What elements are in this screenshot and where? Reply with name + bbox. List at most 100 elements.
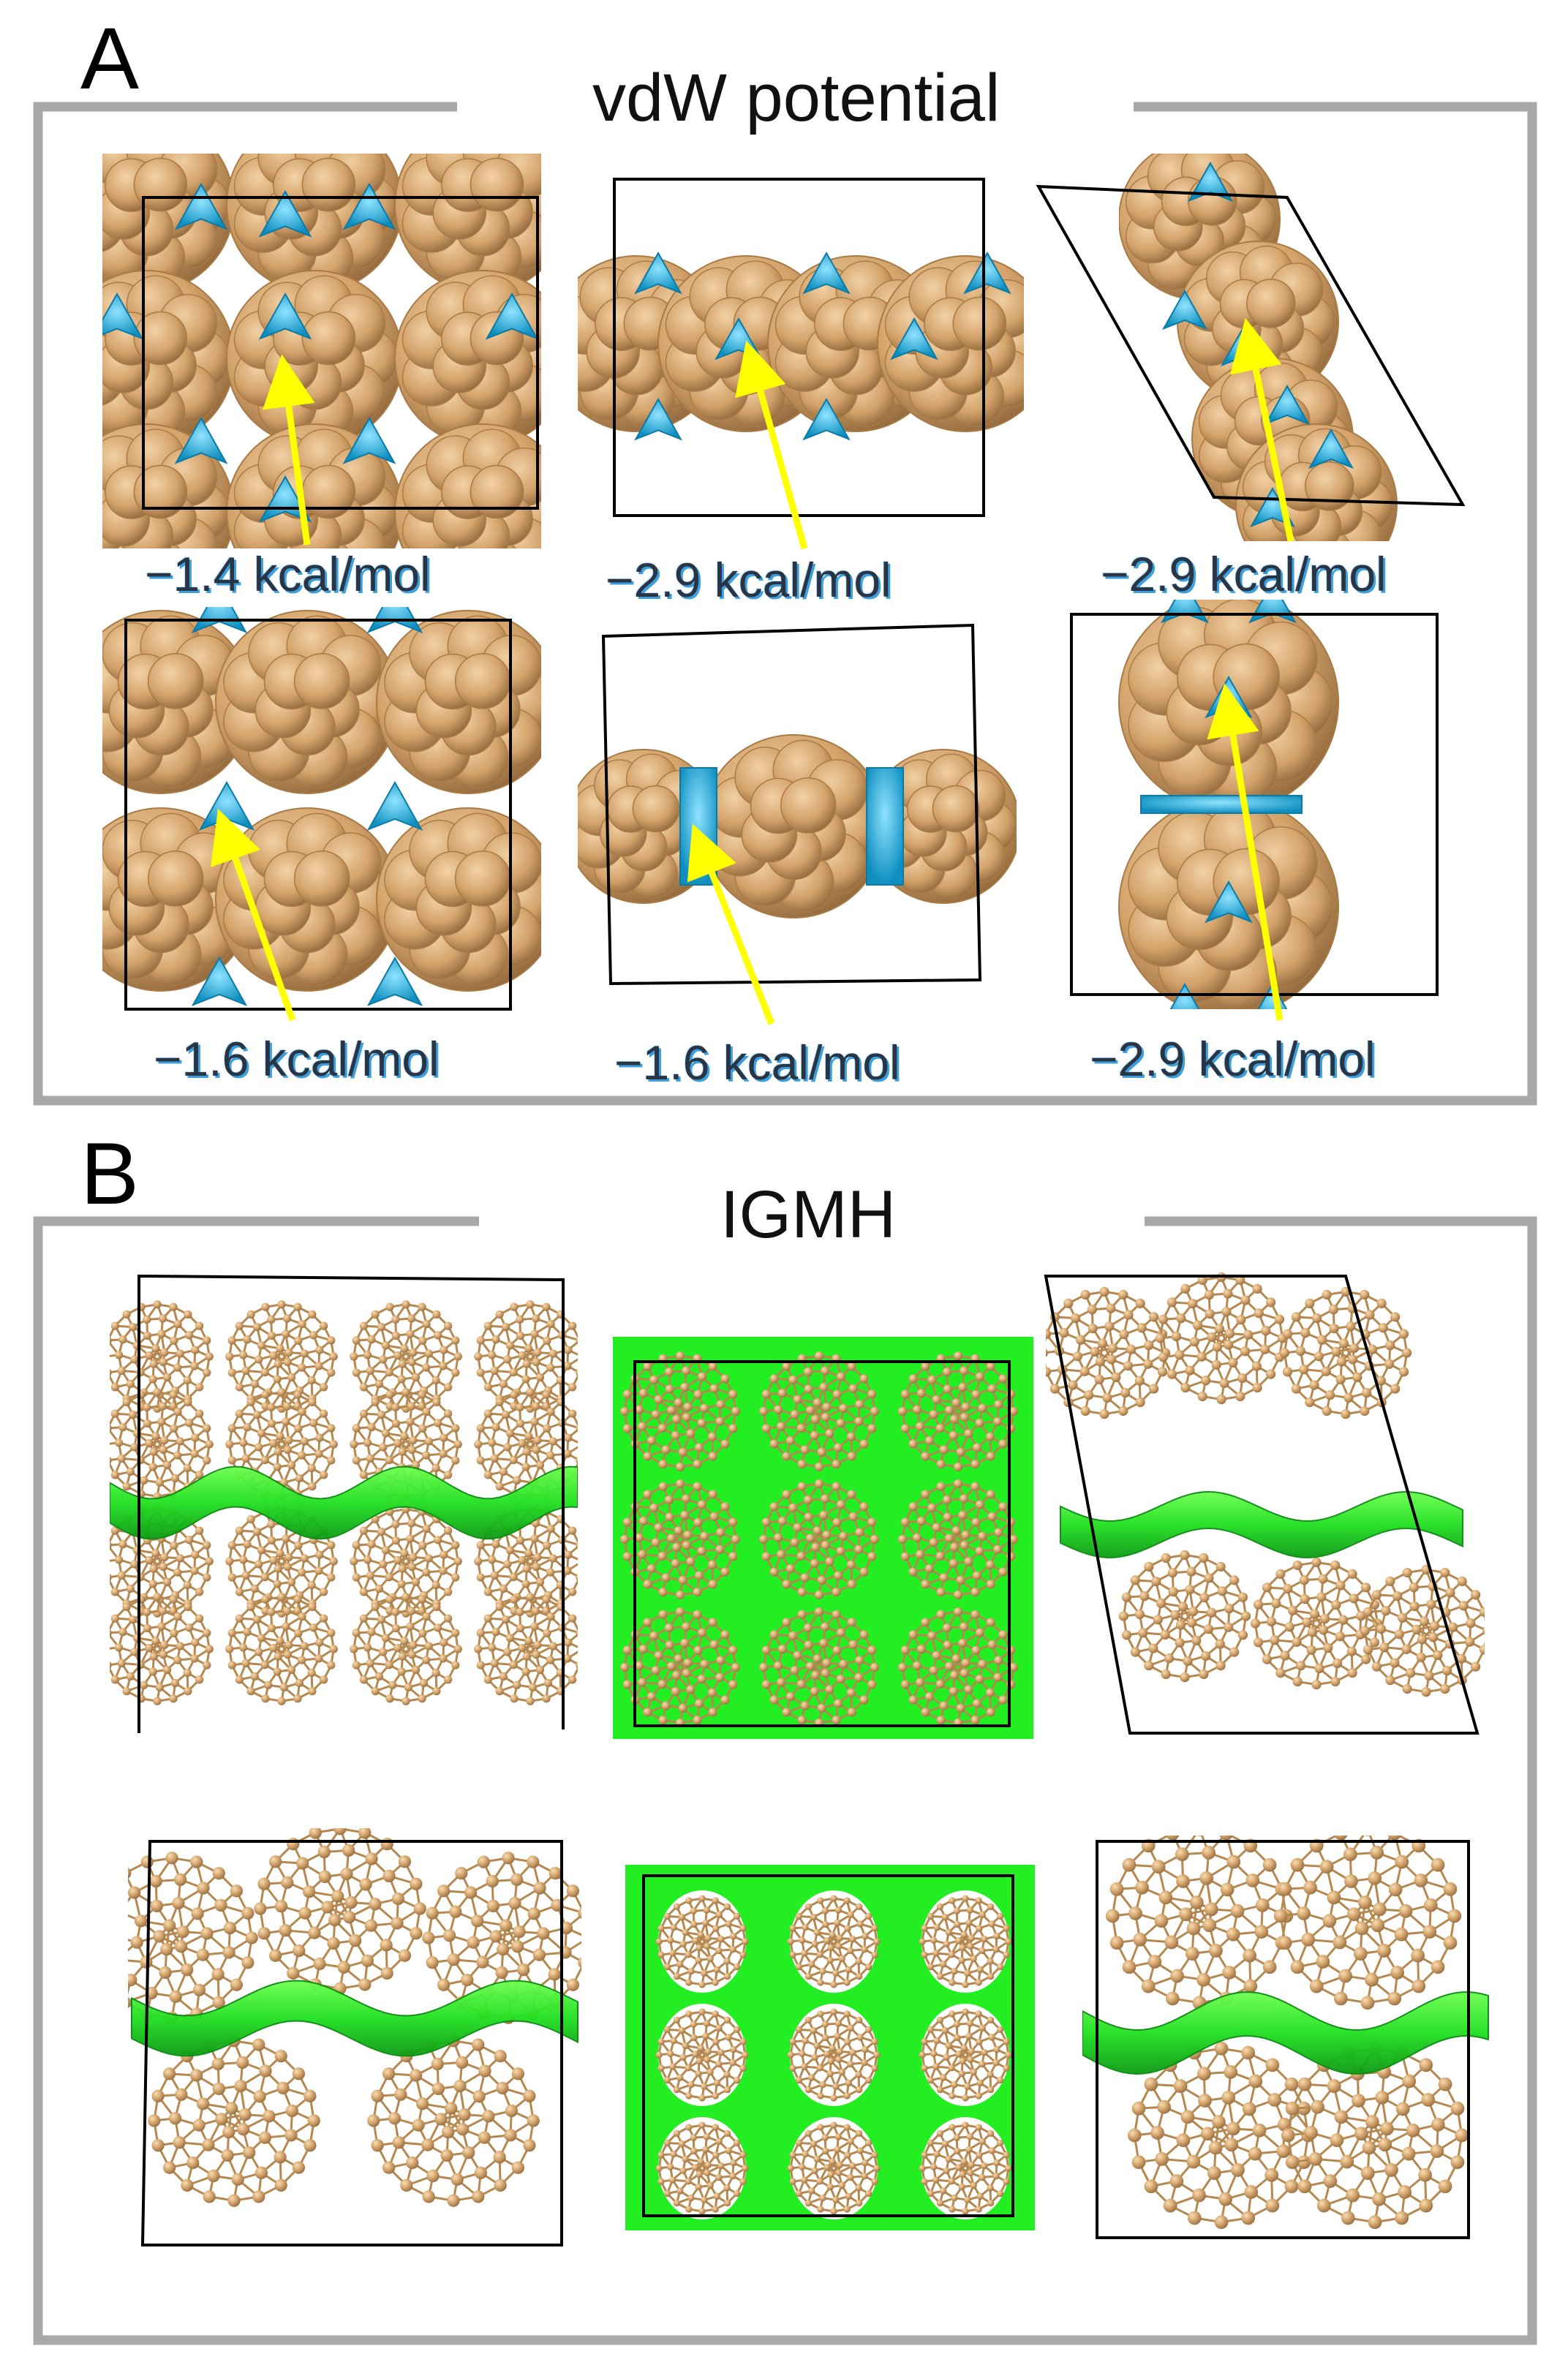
- fullerene-sphere-icon: [215, 807, 399, 992]
- fullerene-sphere-icon: [102, 270, 235, 447]
- fullerene-sphere-icon: [102, 807, 253, 992]
- fullerene-ball-stick-icon: [787, 2121, 881, 2215]
- vdw-isosurface-icon: [634, 251, 682, 295]
- fullerene-sphere-icon: [226, 270, 403, 447]
- unit-cell-outline: [601, 623, 982, 986]
- fullerene-ball-stick-icon: [1279, 1286, 1412, 1419]
- igmh-view-4: [128, 1828, 581, 2207]
- yellow-arrow-icon: [211, 809, 296, 1022]
- fullerene-ball-stick-icon: [350, 1300, 462, 1413]
- fullerene-sphere-icon: [701, 734, 886, 918]
- vdw-isosurface-icon: [174, 416, 228, 464]
- fullerene-ball-stick-icon: [474, 1593, 578, 1705]
- fullerene-ball-stick-icon: [1250, 1557, 1383, 1690]
- fullerene-sphere-icon: [376, 610, 541, 794]
- fullerene-ball-stick-icon: [1046, 1286, 1171, 1419]
- fullerene-ball-stick-icon: [655, 1895, 749, 1988]
- fullerene-ball-stick-icon: [919, 2008, 1012, 2102]
- fullerene-ball-stick-icon: [759, 1351, 879, 1471]
- vdw-isosurface-icon: [366, 780, 423, 831]
- fullerene-ball-stick-icon: [1281, 2041, 1469, 2230]
- fullerene-sphere-icon: [394, 270, 541, 447]
- unit-cell-outline: [140, 1840, 563, 2246]
- fullerene-ball-stick-icon: [1273, 1836, 1462, 2010]
- fullerene-sphere-icon: [866, 749, 1017, 904]
- igmh-view-6: [1082, 1836, 1489, 2230]
- vdw-isosurface-icon: [634, 397, 682, 441]
- igmh-view-2: [613, 1337, 1033, 1739]
- fullerene-ball-stick-icon: [350, 1593, 462, 1705]
- unit-cell-outline: [1036, 184, 1466, 507]
- fullerene-sphere-icon: [376, 807, 541, 992]
- vdw-isosurface-icon: [258, 189, 312, 238]
- fullerene-ball-stick-icon: [1155, 1272, 1288, 1405]
- fullerene-sphere-icon: [102, 154, 235, 293]
- vdw-isosurface-icon: [963, 251, 1011, 295]
- energy-label-a3: −2.9 kcal/mol: [1101, 547, 1387, 601]
- fullerene-ball-stick-icon: [898, 1607, 1018, 1727]
- fullerene-ball-stick-icon: [919, 2121, 1012, 2215]
- vdw-view-4: [102, 607, 541, 1006]
- unit-cell-outline: [137, 1274, 565, 1733]
- igmh-view-1: [110, 1300, 578, 1705]
- yellow-arrow-icon: [1207, 683, 1284, 1021]
- vdw-view-5: [578, 734, 1017, 918]
- unit-cell-outline: [142, 196, 539, 510]
- vdw-view-1: [102, 154, 541, 548]
- vdw-isosurface-icon: [174, 182, 228, 230]
- igmh-isosurface-band-icon: [1060, 1490, 1463, 1558]
- igmh-view-3: [1046, 1272, 1485, 1697]
- energy-label-a2: −2.9 kcal/mol: [606, 553, 892, 607]
- vdw-isosurface-icon: [342, 416, 396, 464]
- unit-cell-outline: [642, 1874, 1014, 2217]
- fullerene-ball-stick-icon: [1360, 1564, 1485, 1697]
- fullerene-ball-stick-icon: [1127, 2041, 1316, 2230]
- energy-label-a4: −1.6 kcal/mol: [154, 1032, 440, 1086]
- unit-cell-outline: [1096, 1840, 1470, 2239]
- fullerene-sphere-icon: [102, 423, 235, 548]
- vdw-isosurface-icon: [890, 317, 938, 361]
- energy-label-a6: −2.9 kcal/mol: [1090, 1032, 1376, 1086]
- vdw-isosurface-icon: [802, 397, 851, 441]
- vdw-isosurface-icon: [1205, 880, 1253, 924]
- fullerene-ball-stick-icon: [787, 2008, 881, 2102]
- vdw-isosurface-icon: [485, 292, 539, 340]
- fullerene-ball-stick-icon: [759, 1607, 879, 1727]
- unit-cell-outline: [1070, 613, 1439, 996]
- fullerene-ball-stick-icon: [254, 1828, 426, 1995]
- unit-cell-outline: [124, 619, 512, 1011]
- energy-label-a5: −1.6 kcal/mol: [614, 1035, 900, 1090]
- fullerene-ball-stick-icon: [110, 1593, 214, 1705]
- fullerene-ball-stick-icon: [148, 2034, 320, 2207]
- igmh-isosurface-band-icon: [131, 1980, 578, 2057]
- yellow-arrow-icon: [687, 823, 775, 1025]
- fullerene-sphere-icon: [215, 610, 399, 794]
- vdw-isosurface-icon: [1308, 428, 1354, 469]
- vdw-isosurface-icon: [366, 956, 423, 1006]
- panel-b-views: [110, 1272, 1489, 2246]
- panel-b-label: B: [80, 1125, 140, 1223]
- vdw-isosurface-icon: [1169, 982, 1200, 1009]
- panel-a-views: [102, 154, 1466, 1025]
- vdw-view-6: [1118, 600, 1339, 1009]
- vdw-isosurface-icon: [1264, 384, 1311, 426]
- yellow-arrow-icon: [1229, 317, 1294, 542]
- vdw-isosurface-icon: [802, 251, 851, 295]
- unit-cell-outline: [1044, 1275, 1480, 1735]
- vdw-view-2: [578, 251, 1024, 441]
- fullerene-ball-stick-icon: [759, 1479, 879, 1599]
- fullerene-ball-stick-icon: [655, 2008, 749, 2102]
- fullerene-ball-stick-icon: [620, 1479, 740, 1599]
- yellow-arrow-icon: [735, 340, 808, 550]
- unit-cell-outline: [633, 1360, 1011, 1727]
- fullerene-ball-stick-icon: [620, 1607, 740, 1727]
- fullerene-ball-stick-icon: [1118, 1550, 1251, 1683]
- fullerene-ball-stick-icon: [128, 1852, 258, 2024]
- igmh-isosurface-band-icon: [110, 1465, 578, 1540]
- fullerene-ball-stick-icon: [898, 1479, 1018, 1599]
- panel-a-title: vdW potential: [592, 61, 1000, 135]
- fullerene-ball-stick-icon: [367, 2034, 540, 2207]
- yellow-arrow-icon: [263, 354, 315, 546]
- igmh-isosurface-band-icon: [1082, 1991, 1489, 2075]
